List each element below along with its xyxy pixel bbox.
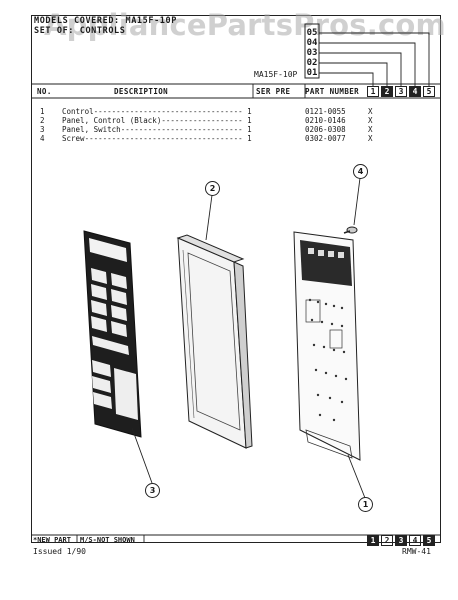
footer-col-3: 3	[395, 535, 407, 546]
table-row: 3	[40, 125, 45, 134]
row-description: Panel, Switch---------------------------…	[62, 125, 252, 134]
code-box-05: 05	[306, 28, 318, 38]
header-col-3: 3	[395, 86, 407, 97]
table-row: 1	[40, 107, 45, 116]
screw-illustration	[343, 226, 358, 234]
row-description: Control---------------------------------…	[62, 107, 252, 116]
col-part-number: PART NUMBER	[305, 87, 360, 96]
header-col-1: 1	[367, 86, 379, 97]
row-mark: X	[368, 107, 373, 116]
section-title: SET OF: CONTROLS	[34, 26, 126, 36]
row-part: 0206-0308	[305, 125, 346, 134]
col-description: DESCRIPTION	[114, 87, 169, 96]
code-box-01: 01	[306, 68, 318, 78]
control-panel-illustration	[176, 234, 253, 449]
document-code: RMW-41	[402, 547, 431, 556]
footer-col-4: 4	[409, 535, 421, 546]
row-mark: X	[368, 134, 373, 143]
control-board-illustration	[293, 231, 361, 461]
switch-panel-illustration	[83, 230, 142, 438]
row-part: 0210-0146	[305, 116, 346, 125]
col-ser-pre: SER PRE	[256, 87, 291, 96]
code-box-02: 02	[306, 58, 318, 68]
header-leader-lines	[31, 23, 441, 99]
col-no: NO.	[37, 87, 52, 96]
models-covered: MODELS COVERED: MA15F-10P	[34, 16, 177, 26]
table-row: 4	[40, 134, 45, 143]
page-frame	[31, 15, 441, 543]
issued-date: Issued 1/90	[33, 547, 86, 556]
row-part: 0121-0055	[305, 107, 346, 116]
row-no: 4	[40, 134, 45, 143]
footer-col-5: 5	[423, 535, 435, 546]
callout-4: 4	[353, 164, 368, 179]
code-box-03: 03	[306, 48, 318, 58]
header-col-4: 4	[409, 86, 421, 97]
row-no: 1	[40, 107, 45, 116]
callout-2: 2	[205, 181, 220, 196]
row-part: 0302-0077	[305, 134, 346, 143]
row-description: Panel, Control (Black)------------------…	[62, 116, 252, 125]
row-mark: X	[368, 125, 373, 134]
row-description: Screw-----------------------------------…	[62, 134, 252, 143]
footer-not-shown: M/S-NOT SHOWN	[80, 536, 135, 544]
row-no: 3	[40, 125, 45, 134]
row-no: 2	[40, 116, 45, 125]
watermark: AppliancePartsPros.com	[44, 8, 446, 42]
footer-new-part: *NEW PART	[33, 536, 71, 544]
header-col-2: 2	[381, 86, 393, 97]
table-row: 2	[40, 116, 45, 125]
callout-1: 1	[358, 497, 373, 512]
callout-3: 3	[145, 483, 160, 498]
header-col-5: 5	[423, 86, 435, 97]
footer-col-2: 2	[381, 535, 393, 546]
row-mark: X	[368, 116, 373, 125]
code-box-04: 04	[306, 38, 318, 48]
footer-col-1: 1	[367, 535, 379, 546]
model-code: MA15F-10P	[254, 70, 298, 79]
